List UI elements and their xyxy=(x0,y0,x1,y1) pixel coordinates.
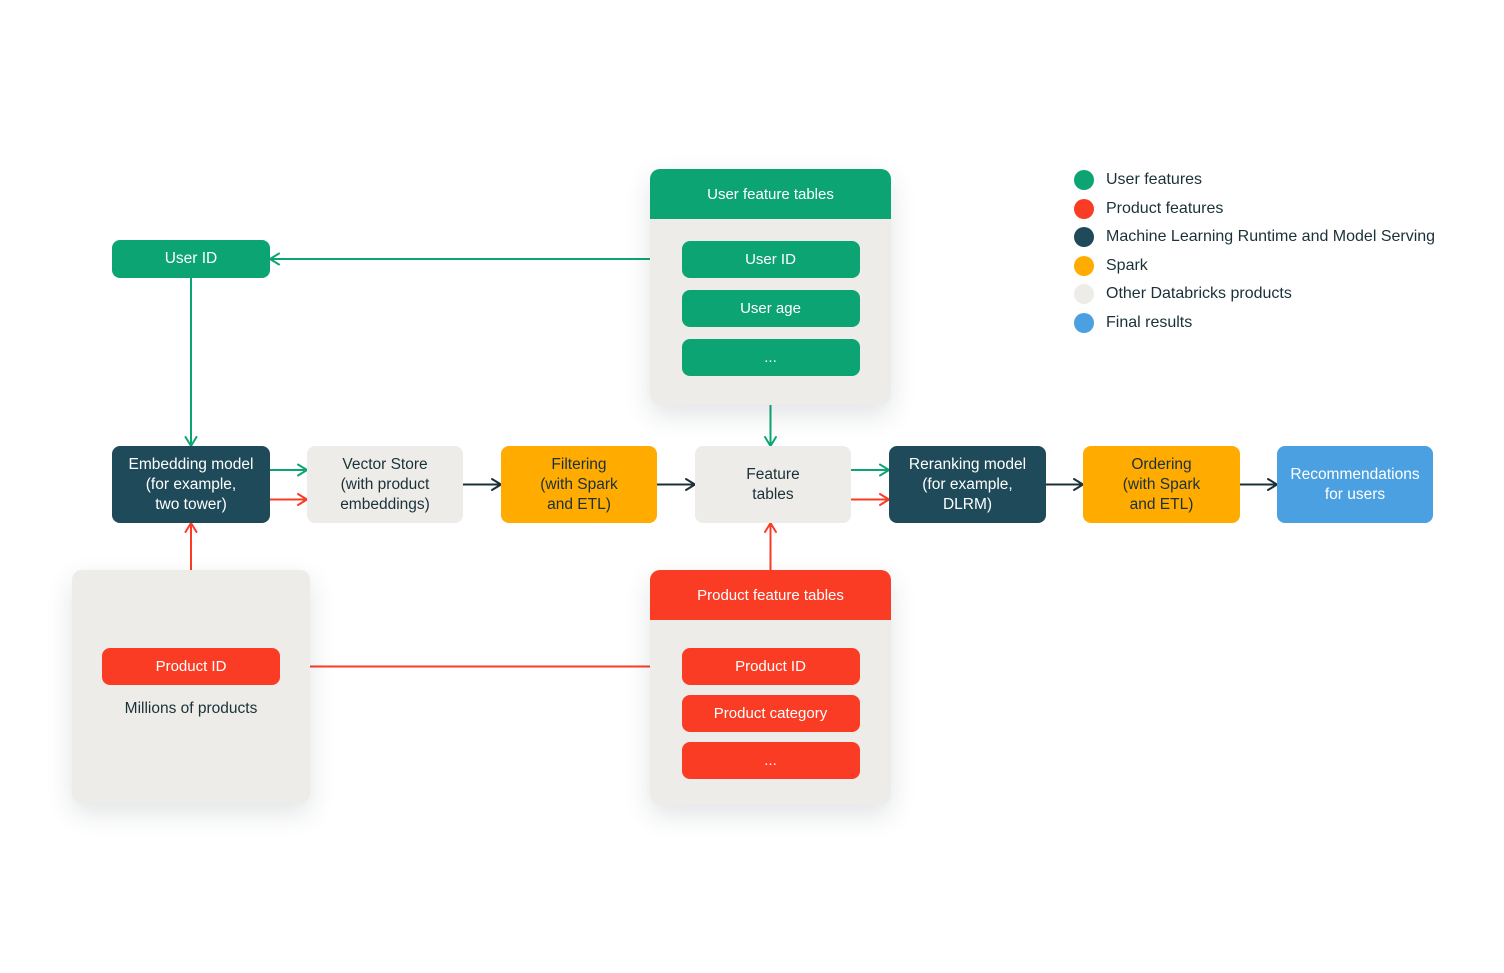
product-feature-tables-header: Product feature tables xyxy=(650,570,891,620)
legend: User features Product features Machine L… xyxy=(1074,170,1435,333)
product-feature-tables-panel: Product feature tables Product ID Produc… xyxy=(650,570,891,805)
legend-label: Product features xyxy=(1106,199,1224,217)
legend-dot xyxy=(1074,312,1094,333)
product-category-chip: Product category xyxy=(681,695,860,732)
millions-of-products-panel: Product ID Millions of products xyxy=(72,570,310,803)
legend-item: Final results xyxy=(1074,312,1435,333)
feature-tables-box: Feature tables xyxy=(695,446,851,523)
user-id-box: User ID xyxy=(112,240,270,278)
ordering-box: Ordering (with Spark and ETL) xyxy=(1083,446,1240,523)
millions-caption: Millions of products xyxy=(124,700,258,717)
product-id-chip: Product ID xyxy=(681,648,860,685)
legend-label: Other Databricks products xyxy=(1106,285,1292,302)
user-feature-tables-panel: User feature tables User ID User age ... xyxy=(650,169,891,405)
product-feature-tables-body: Product ID Product category ... xyxy=(650,620,891,805)
legend-item: Machine Learning Runtime and Model Servi… xyxy=(1074,227,1435,247)
embedding-model-box: Embedding model (for example, two tower) xyxy=(112,446,270,523)
user-feature-tables-header: User feature tables xyxy=(650,169,891,219)
millions-product-id-chip: Product ID xyxy=(102,648,280,685)
legend-label: Machine Learning Runtime and Model Servi… xyxy=(1106,228,1436,245)
user-feature-tables-body: User ID User age ... xyxy=(650,219,891,405)
legend-dot xyxy=(1074,255,1094,276)
legend-dot xyxy=(1074,284,1094,304)
legend-dot xyxy=(1074,227,1094,247)
legend-item: Spark xyxy=(1074,255,1435,276)
legend-label: User features xyxy=(1106,171,1203,188)
user-id-chip: User ID xyxy=(681,241,860,278)
filtering-box: Filtering (with Spark and ETL) xyxy=(501,446,657,523)
legend-dot xyxy=(1074,170,1094,190)
reranking-model-box: Reranking model (for example, DLRM) xyxy=(889,446,1046,523)
product-ellipsis-chip: ... xyxy=(681,742,860,779)
legend-label: Spark xyxy=(1106,256,1148,274)
legend-item: User features xyxy=(1074,170,1435,190)
legend-item: Other Databricks products xyxy=(1074,284,1435,304)
legend-dot xyxy=(1074,198,1094,219)
user-age-chip: User age xyxy=(681,290,860,327)
legend-label: Final results xyxy=(1106,313,1193,331)
user-ellipsis-chip: ... xyxy=(681,339,860,376)
legend-item: Product features xyxy=(1074,198,1435,219)
recommendations-box: Recommendations for users xyxy=(1277,446,1433,523)
vector-store-box: Vector Store (with product embeddings) xyxy=(307,446,463,523)
